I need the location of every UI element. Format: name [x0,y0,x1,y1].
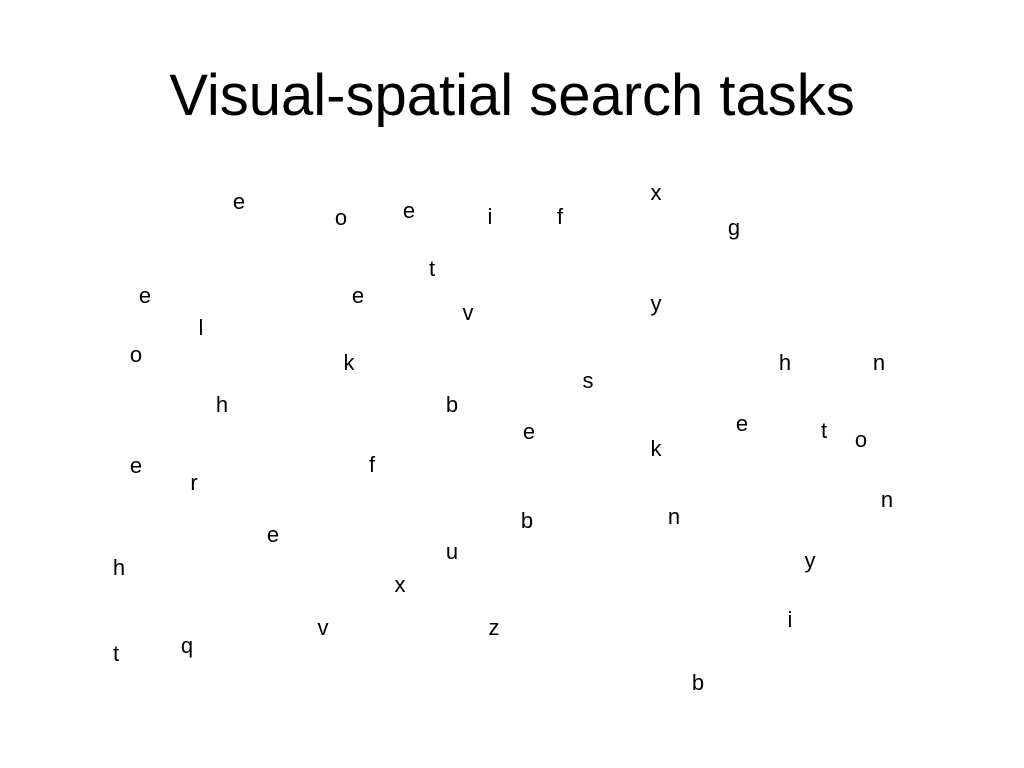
scattered-letter: e [266,522,280,547]
scattered-letter: n [872,350,886,375]
slide-title: Visual-spatial search tasks [169,63,855,128]
scattered-letter: l [198,315,204,340]
scattered-letter: i [787,607,793,632]
scattered-letter: k [343,350,355,375]
scattered-letter: f [556,204,564,229]
scattered-letter: e [402,198,416,223]
scattered-letter: h [215,392,229,417]
scattered-letter: b [691,670,705,695]
scattered-letter: f [368,452,376,477]
scattered-letter: y [804,548,816,573]
scattered-letter: k [650,436,662,461]
scattered-letter: e [129,453,143,478]
scattered-letter: x [650,180,662,205]
scattered-letter: x [394,572,406,597]
scattered-letter: n [880,487,894,512]
scattered-letter: u [445,539,459,564]
scattered-letter: i [487,204,493,229]
scattered-letter: t [112,641,120,666]
scattered-letter: b [520,508,534,533]
scattered-letter: v [462,300,474,325]
scattered-letter: t [428,256,436,281]
scattered-letter: o [334,205,348,230]
scattered-letter: e [522,419,536,444]
scattered-letter: s [582,368,594,393]
scattered-letter: r [190,470,198,495]
scattered-letter: o [854,427,868,452]
scattered-letter: t [820,418,828,443]
scattered-letter: y [650,291,662,316]
scattered-letter: e [351,283,365,308]
scattered-letter: e [735,411,749,436]
scattered-letter: h [778,350,792,375]
scattered-letter: n [667,504,681,529]
scattered-letter: z [488,615,500,640]
scattered-letter: e [232,189,246,214]
scattered-letter: q [180,633,194,658]
scattered-letter: o [129,342,143,367]
scattered-letter: v [317,615,329,640]
scattered-letter: g [727,215,741,240]
scattered-letter: e [138,283,152,308]
scattered-letter: b [445,392,459,417]
scattered-letter: h [112,555,126,580]
